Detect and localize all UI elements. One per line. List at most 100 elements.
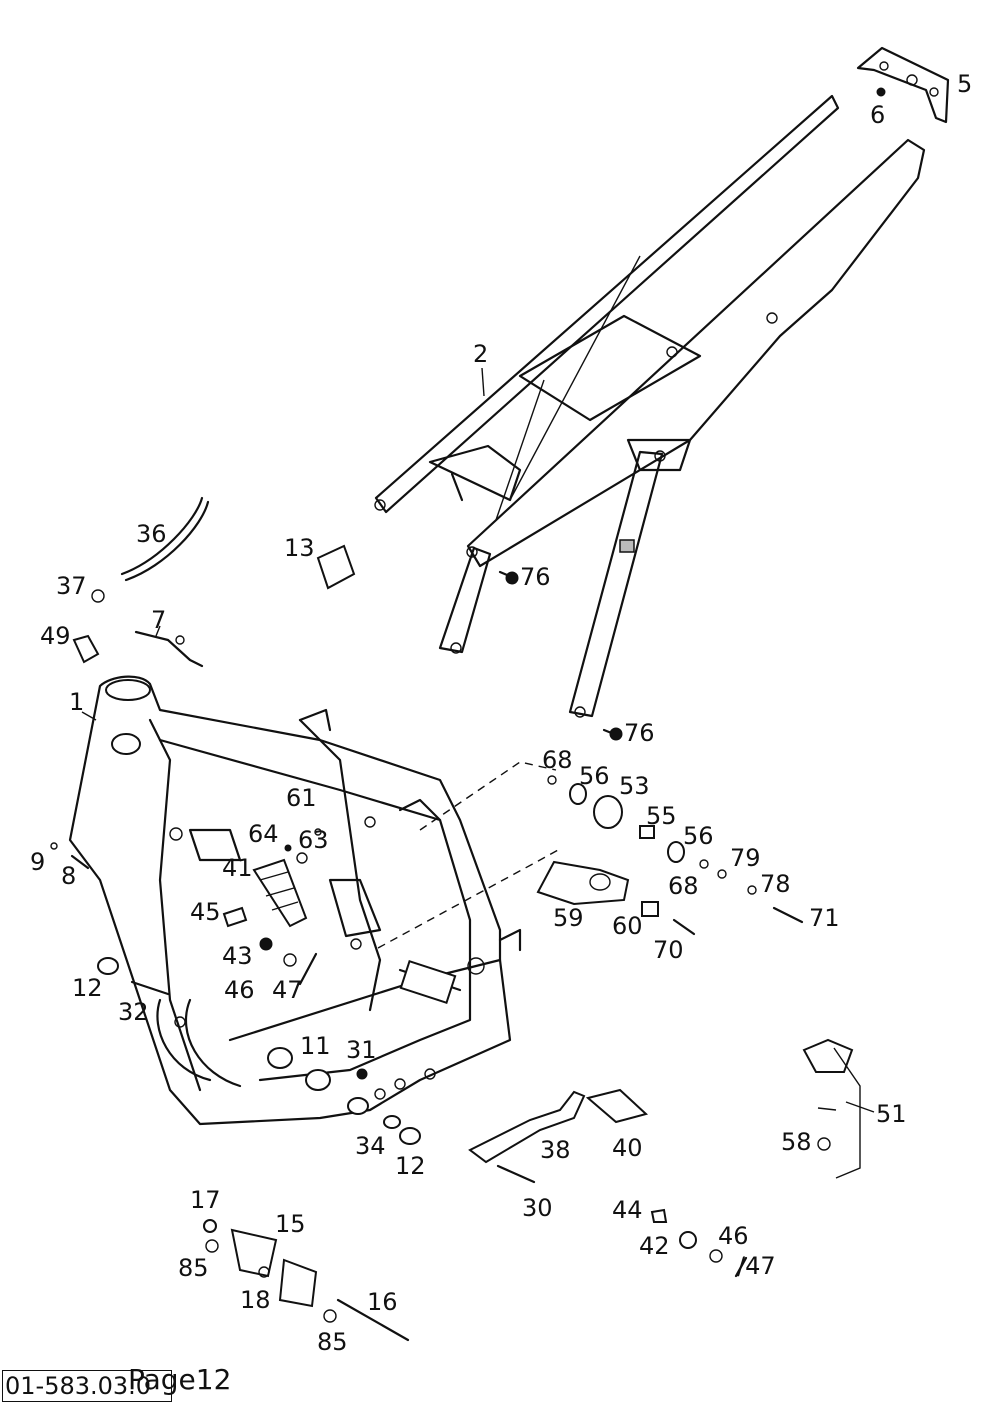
callout-13: 13 — [284, 534, 315, 562]
callout-47-upper: 47 — [272, 976, 303, 1004]
callout-61: 61 — [286, 784, 317, 812]
part-37-clip — [91, 589, 105, 603]
part-7-switch — [134, 630, 204, 668]
callout-7: 7 — [151, 606, 167, 634]
part-36-hose — [120, 496, 210, 582]
callout-59: 59 — [553, 904, 584, 932]
callout-9: 9 — [30, 848, 46, 876]
part-12-bushing — [97, 957, 421, 1145]
part-18-washer — [258, 1266, 270, 1278]
part-17-spacer — [203, 1219, 217, 1233]
callout-12-right: 12 — [395, 1152, 426, 1180]
callout-36: 36 — [136, 520, 167, 548]
part-15-bracket — [230, 1228, 318, 1308]
callout-31: 31 — [346, 1036, 377, 1064]
callout-41: 41 — [222, 854, 253, 882]
part-76-bolt — [498, 570, 623, 741]
part-70-bolt — [672, 918, 696, 936]
callout-46-lower: 46 — [718, 1222, 749, 1250]
callout-68-lower: 68 — [668, 872, 699, 900]
callout-18: 18 — [240, 1286, 271, 1314]
callout-15: 15 — [275, 1210, 306, 1238]
callout-46-upper: 46 — [224, 976, 255, 1004]
callout-8: 8 — [61, 862, 77, 890]
callout-1: 1 — [69, 688, 85, 716]
callout-30: 30 — [522, 1194, 553, 1222]
callout-16: 16 — [367, 1288, 398, 1316]
part-1-main-frame — [68, 675, 522, 1126]
part-46-washer — [283, 953, 723, 1263]
callout-76-upper: 76 — [520, 563, 551, 591]
part-8-screw — [70, 854, 90, 870]
part-68-ring — [547, 775, 709, 869]
part-47b-clip — [734, 1256, 748, 1278]
callout-42: 42 — [639, 1232, 670, 1260]
callout-37: 37 — [56, 572, 87, 600]
part-63-spacer — [296, 852, 308, 864]
part-40-footrest — [585, 1088, 649, 1124]
callout-47-lower: /47 — [737, 1252, 776, 1280]
callout-2: 2 — [473, 340, 489, 368]
callout-34: 34 — [355, 1132, 386, 1160]
callout-5: 5 — [957, 70, 973, 98]
callout-76-lower: 76 — [624, 719, 655, 747]
part-32-bolt — [130, 980, 170, 996]
part-53-seal — [593, 795, 623, 829]
part-6-bolt — [876, 87, 886, 97]
part-71-bolt — [772, 906, 804, 924]
part-43-spring — [259, 937, 273, 951]
part-16-rod — [336, 1298, 410, 1342]
callout-17: 17 — [190, 1186, 221, 1214]
callout-79: 79 — [730, 844, 761, 872]
callout-49: 49 — [40, 622, 71, 650]
callout-71: 71 — [809, 904, 840, 932]
part-56-bearing — [569, 783, 685, 863]
callout-45: 45 — [190, 898, 221, 926]
part-9-washer — [50, 842, 58, 850]
part-78-nut — [747, 885, 757, 895]
callout-40: 40 — [612, 1134, 643, 1162]
part-11-bushing — [267, 1047, 331, 1091]
part-45-pin — [222, 906, 248, 928]
callout-43: 43 — [222, 942, 253, 970]
part-64-nut — [284, 844, 292, 852]
callout-53: 53 — [619, 772, 650, 800]
callout-60: 60 — [612, 912, 643, 940]
callout-12-left: 12 — [72, 974, 103, 1002]
callout-63: 63 — [298, 826, 329, 854]
callout-56-upper: 56 — [579, 762, 610, 790]
part-49-cap — [72, 634, 100, 664]
part-5-bracket — [856, 46, 950, 124]
part-55-spacer — [639, 825, 655, 839]
callout-58: 58 — [781, 1128, 812, 1156]
callout-70: 70 — [653, 936, 684, 964]
part-30-bolt — [496, 1164, 536, 1184]
part-59-brake-pedal — [536, 860, 630, 906]
page-label: Page12 — [128, 1363, 232, 1396]
part-58-nut — [817, 1137, 831, 1151]
part-34-bushing — [383, 1115, 401, 1129]
callout-38: 38 — [540, 1136, 571, 1164]
callout-56-lower: 56 — [683, 822, 714, 850]
callout-78: 78 — [760, 870, 791, 898]
part-44-pin — [650, 1208, 668, 1223]
part-2-subframe — [374, 94, 926, 718]
part-41-footrest — [252, 858, 308, 928]
part-31-nut — [356, 1068, 368, 1080]
callout-32: 32 — [118, 998, 149, 1026]
callout-55: 55 — [646, 802, 677, 830]
callout-85-upper: 85 — [178, 1254, 209, 1282]
callout-68-upper: 68 — [542, 746, 573, 774]
callout-11: 11 — [300, 1032, 331, 1060]
part-47-clip — [298, 952, 318, 986]
callout-64: 64 — [248, 820, 279, 848]
part-60-bushing — [641, 901, 659, 917]
drawing-code: 01-583.03.0 — [2, 1370, 172, 1402]
part-13-block — [316, 544, 356, 590]
callout-6: 6 — [870, 101, 886, 129]
callout-51: 51 — [876, 1100, 907, 1128]
part-85-bolt — [205, 1239, 337, 1323]
part-42-spring — [679, 1231, 697, 1249]
